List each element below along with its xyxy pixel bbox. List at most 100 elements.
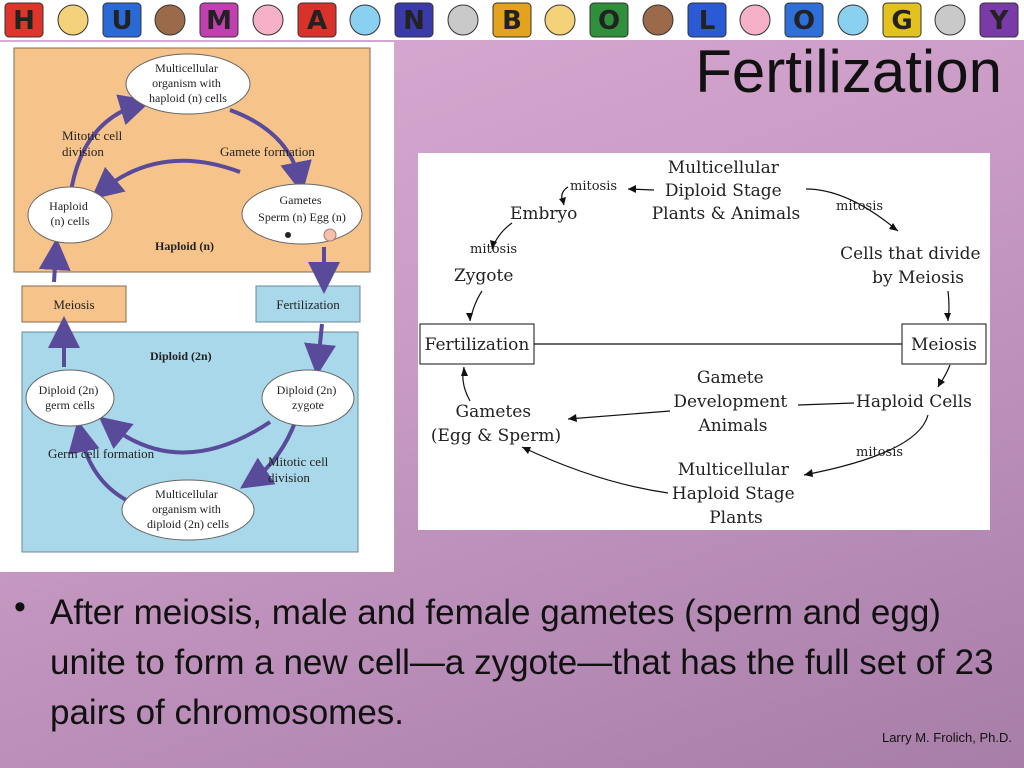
banner-letter-text-8: O — [793, 6, 815, 36]
haploid-organism-line3: haploid (n) cells — [149, 91, 227, 105]
banner-cartoon-icon-3 — [349, 4, 381, 36]
banner-letter-l-7: L — [687, 2, 727, 38]
diploid-zygote-line2: zygote — [292, 398, 324, 412]
diploid-germ-line1: Diploid (2n) — [39, 383, 99, 397]
svg-text:Multicellular organism wit: Multicellular organism with diploid (2n)… — [147, 487, 229, 531]
arrowhead-4 — [490, 240, 497, 249]
haploid-stage-line1: Multicellular — [678, 460, 790, 480]
svg-text:Multicellular Diploid St: Multicellular Diploid Stage Plants & Ani… — [652, 158, 801, 224]
banner-letter-y-10: Y — [979, 2, 1019, 38]
cells-divide-line2: by Meiosis — [872, 268, 964, 288]
egg-icon — [323, 228, 337, 242]
arrow-meiosis-to-haploid — [38, 238, 71, 283]
diploid-zone-label: Diploid (2n) — [150, 349, 212, 363]
oval-diploid-zygote — [261, 369, 355, 427]
svg-text:Multicellular Haploid St: Multicellular Haploid Stage Plants — [672, 460, 800, 528]
mitotic-division-top-2: division — [62, 144, 104, 159]
diploid-stage-line1: Multicellular — [668, 158, 780, 178]
mitotic-division-top-1: Mitotic cell — [62, 128, 123, 143]
banner-letter-a-3: A — [297, 2, 337, 38]
gametes-line1: Gametes — [280, 193, 322, 207]
arrowhead-6 — [944, 313, 951, 321]
diploid-zygote-line1: Diploid (2n) — [277, 383, 337, 397]
banner-cartoon-icon-7 — [739, 4, 771, 36]
haploid-zone-label: Haploid (n) — [155, 239, 214, 253]
diploid-organism-line3: diploid (2n) cells — [147, 517, 229, 531]
haploid-organism-line1: Multicellular — [155, 61, 218, 75]
meiosis-box-label: Meiosis — [911, 335, 977, 355]
arrow-organism-to-germ — [68, 420, 131, 504]
svg-text:Haploid (n) cells: Haploid (n) cells — [49, 199, 91, 228]
arrow-diploid-to-meiosis — [805, 188, 899, 232]
arrow-haploid-to-organism — [68, 94, 152, 199]
oval-diploid-organism — [121, 479, 255, 541]
banner-letter-b-5: B — [492, 2, 532, 38]
banner-letter-m-2: M — [199, 2, 239, 38]
author-credit: Larry M. Frolich, Ph.D. — [881, 730, 1012, 745]
arrowhead-5 — [466, 313, 473, 321]
banner-letter-text-6: O — [598, 6, 620, 36]
arrowhead-10 — [522, 447, 531, 454]
zygote-label: Zygote — [454, 266, 513, 286]
gamete-dev-line2: Development — [673, 392, 787, 412]
arrow-organism-to-gametes — [229, 108, 312, 194]
arrowhead-7 — [938, 378, 945, 387]
gamete-dev-line1: Gamete — [697, 368, 764, 388]
germ-cell-formation-label: Germ cell formation — [48, 446, 155, 461]
arrow-haploid-to-gametedev — [797, 402, 855, 406]
gametes-line2-right: (Egg & Sperm) — [431, 426, 561, 446]
banner-letter-text-5: B — [502, 6, 522, 36]
bullet-text: After meiosis, male and female gametes (… — [50, 593, 994, 732]
svg-text:Cells that divide by Mei: Cells that divide by Meiosis — [840, 244, 986, 288]
haploid-organism-line2: organism with — [152, 76, 221, 90]
arrowhead-3 — [889, 223, 898, 231]
arrowhead-11 — [461, 367, 468, 376]
embryo-label: Embryo — [510, 204, 577, 224]
bullet-list: • After meiosis, male and female gametes… — [14, 588, 1004, 738]
mitosis-right-label: mitosis — [836, 199, 883, 214]
banner-letter-text-0: H — [13, 6, 35, 36]
haploid-stage-line3: Plants — [709, 508, 763, 528]
haploid-stage-line2: Haploid Stage — [672, 484, 795, 504]
fertilization-tab-label: Fertilization — [276, 297, 340, 312]
arrow-fertilization-to-zygote — [304, 323, 336, 376]
banner-cartoon-icon-9 — [934, 4, 966, 36]
oval-diploid-germ — [25, 369, 115, 427]
diploid-organism-line2: organism with — [152, 502, 221, 516]
arrow-haploidstage-to-gametes — [521, 446, 669, 494]
banner-letter-text-2: M — [206, 6, 232, 36]
banner-cartoon-icon-6 — [642, 4, 674, 36]
gamete-formation-label: Gamete formation — [220, 144, 315, 159]
svg-text:Gametes (Egg & Sperm): Gametes (Egg & Sperm) — [431, 402, 561, 446]
arrow-gametedev-to-gametes — [567, 410, 671, 420]
svg-text:Diploid (2n) zygote: Diploid (2n) zygote — [277, 383, 340, 412]
banner-letter-o-8: O — [784, 2, 824, 38]
svg-text:Gametes Sperm (n) Egg (n: Gametes Sperm (n) Egg (n) — [258, 193, 346, 224]
banner-letter-text-7: L — [698, 6, 715, 36]
gametes-line1-right: Gametes — [456, 402, 532, 422]
arrow-zygote-to-germ — [98, 416, 272, 455]
arrowhead-8 — [568, 414, 577, 422]
banner-letter-text-9: G — [891, 6, 912, 36]
left-life-cycle-diagram: Meiosis Fertilization Multicellular orga… — [0, 42, 394, 572]
banner-cartoon-icon-8 — [837, 4, 869, 36]
bullet-dot: • — [14, 588, 26, 626]
haploid-cells-line1: Haploid — [49, 199, 88, 213]
banner-letter-h-0: H — [4, 2, 44, 38]
banner-cartoon-icon-1 — [154, 4, 186, 36]
fertilization-box-label: Fertilization — [425, 335, 530, 355]
gamete-dev-line3: Animals — [697, 416, 767, 436]
banner-cartoon-icon-2 — [252, 4, 284, 36]
svg-text:Multicellular organism wit: Multicellular organism with haploid (n) … — [149, 61, 227, 105]
banner-letter-text-3: A — [307, 6, 327, 36]
banner-letter-g-9: G — [882, 2, 922, 38]
right-life-cycle-diagram: Multicellular Diploid Stage Plants & Ani… — [418, 153, 990, 530]
diploid-germ-line2: germ cells — [45, 398, 95, 412]
banner-cartoon-icon-4 — [447, 4, 479, 36]
banner-cartoon-icon-5 — [544, 4, 576, 36]
haploid-cells-label: Haploid Cells — [856, 392, 972, 412]
meiosis-box — [901, 323, 987, 365]
banner-cartoon-icon-0 — [57, 4, 89, 36]
arrow-haploid-mitosis — [803, 414, 929, 476]
